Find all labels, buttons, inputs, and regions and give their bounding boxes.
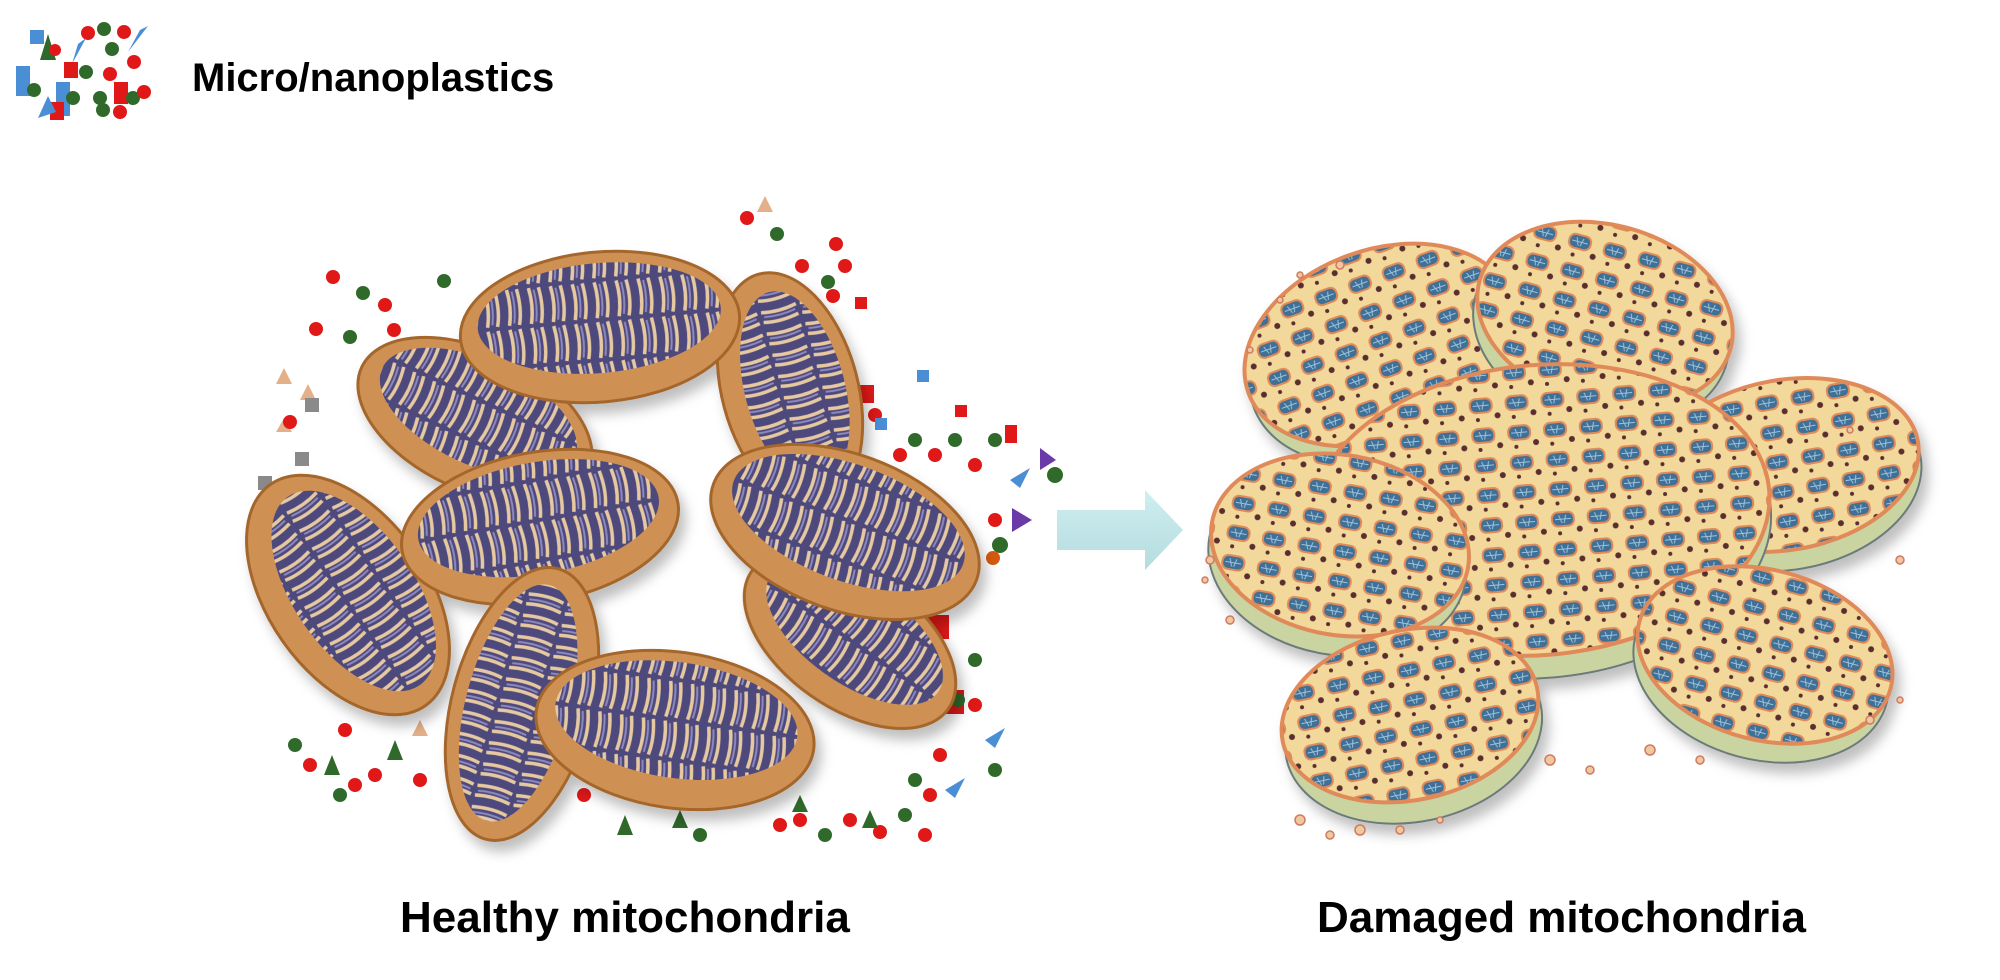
damaged-mitochondria-label: Damaged mitochondria bbox=[1317, 893, 1806, 942]
damaged-mitochondrion bbox=[1279, 625, 1544, 825]
healthy-mitochondria-label: Healthy mitochondria bbox=[400, 893, 850, 942]
legend-label: Micro/nanoplastics bbox=[192, 56, 555, 100]
right-arrow-icon bbox=[1057, 490, 1183, 570]
healthy-mitochondrion bbox=[443, 566, 601, 842]
healthy-mitochondrion bbox=[709, 442, 981, 622]
damaged-mitochondrion bbox=[1632, 564, 1895, 764]
healthy-mitochondria-cluster bbox=[245, 249, 981, 842]
damaged-debris bbox=[1201, 260, 1905, 840]
damaged-mitochondrion bbox=[1207, 451, 1471, 658]
healthy-mitochondrion bbox=[245, 473, 451, 717]
healthy-particles bbox=[258, 196, 1063, 842]
healthy-mitochondrion bbox=[534, 648, 816, 812]
healthy-mitochondrion bbox=[400, 447, 680, 607]
healthy-mitochondrion bbox=[458, 249, 742, 405]
plastic-particles-icon bbox=[16, 22, 151, 120]
damaged-mitochondria-cluster bbox=[1207, 219, 1923, 825]
